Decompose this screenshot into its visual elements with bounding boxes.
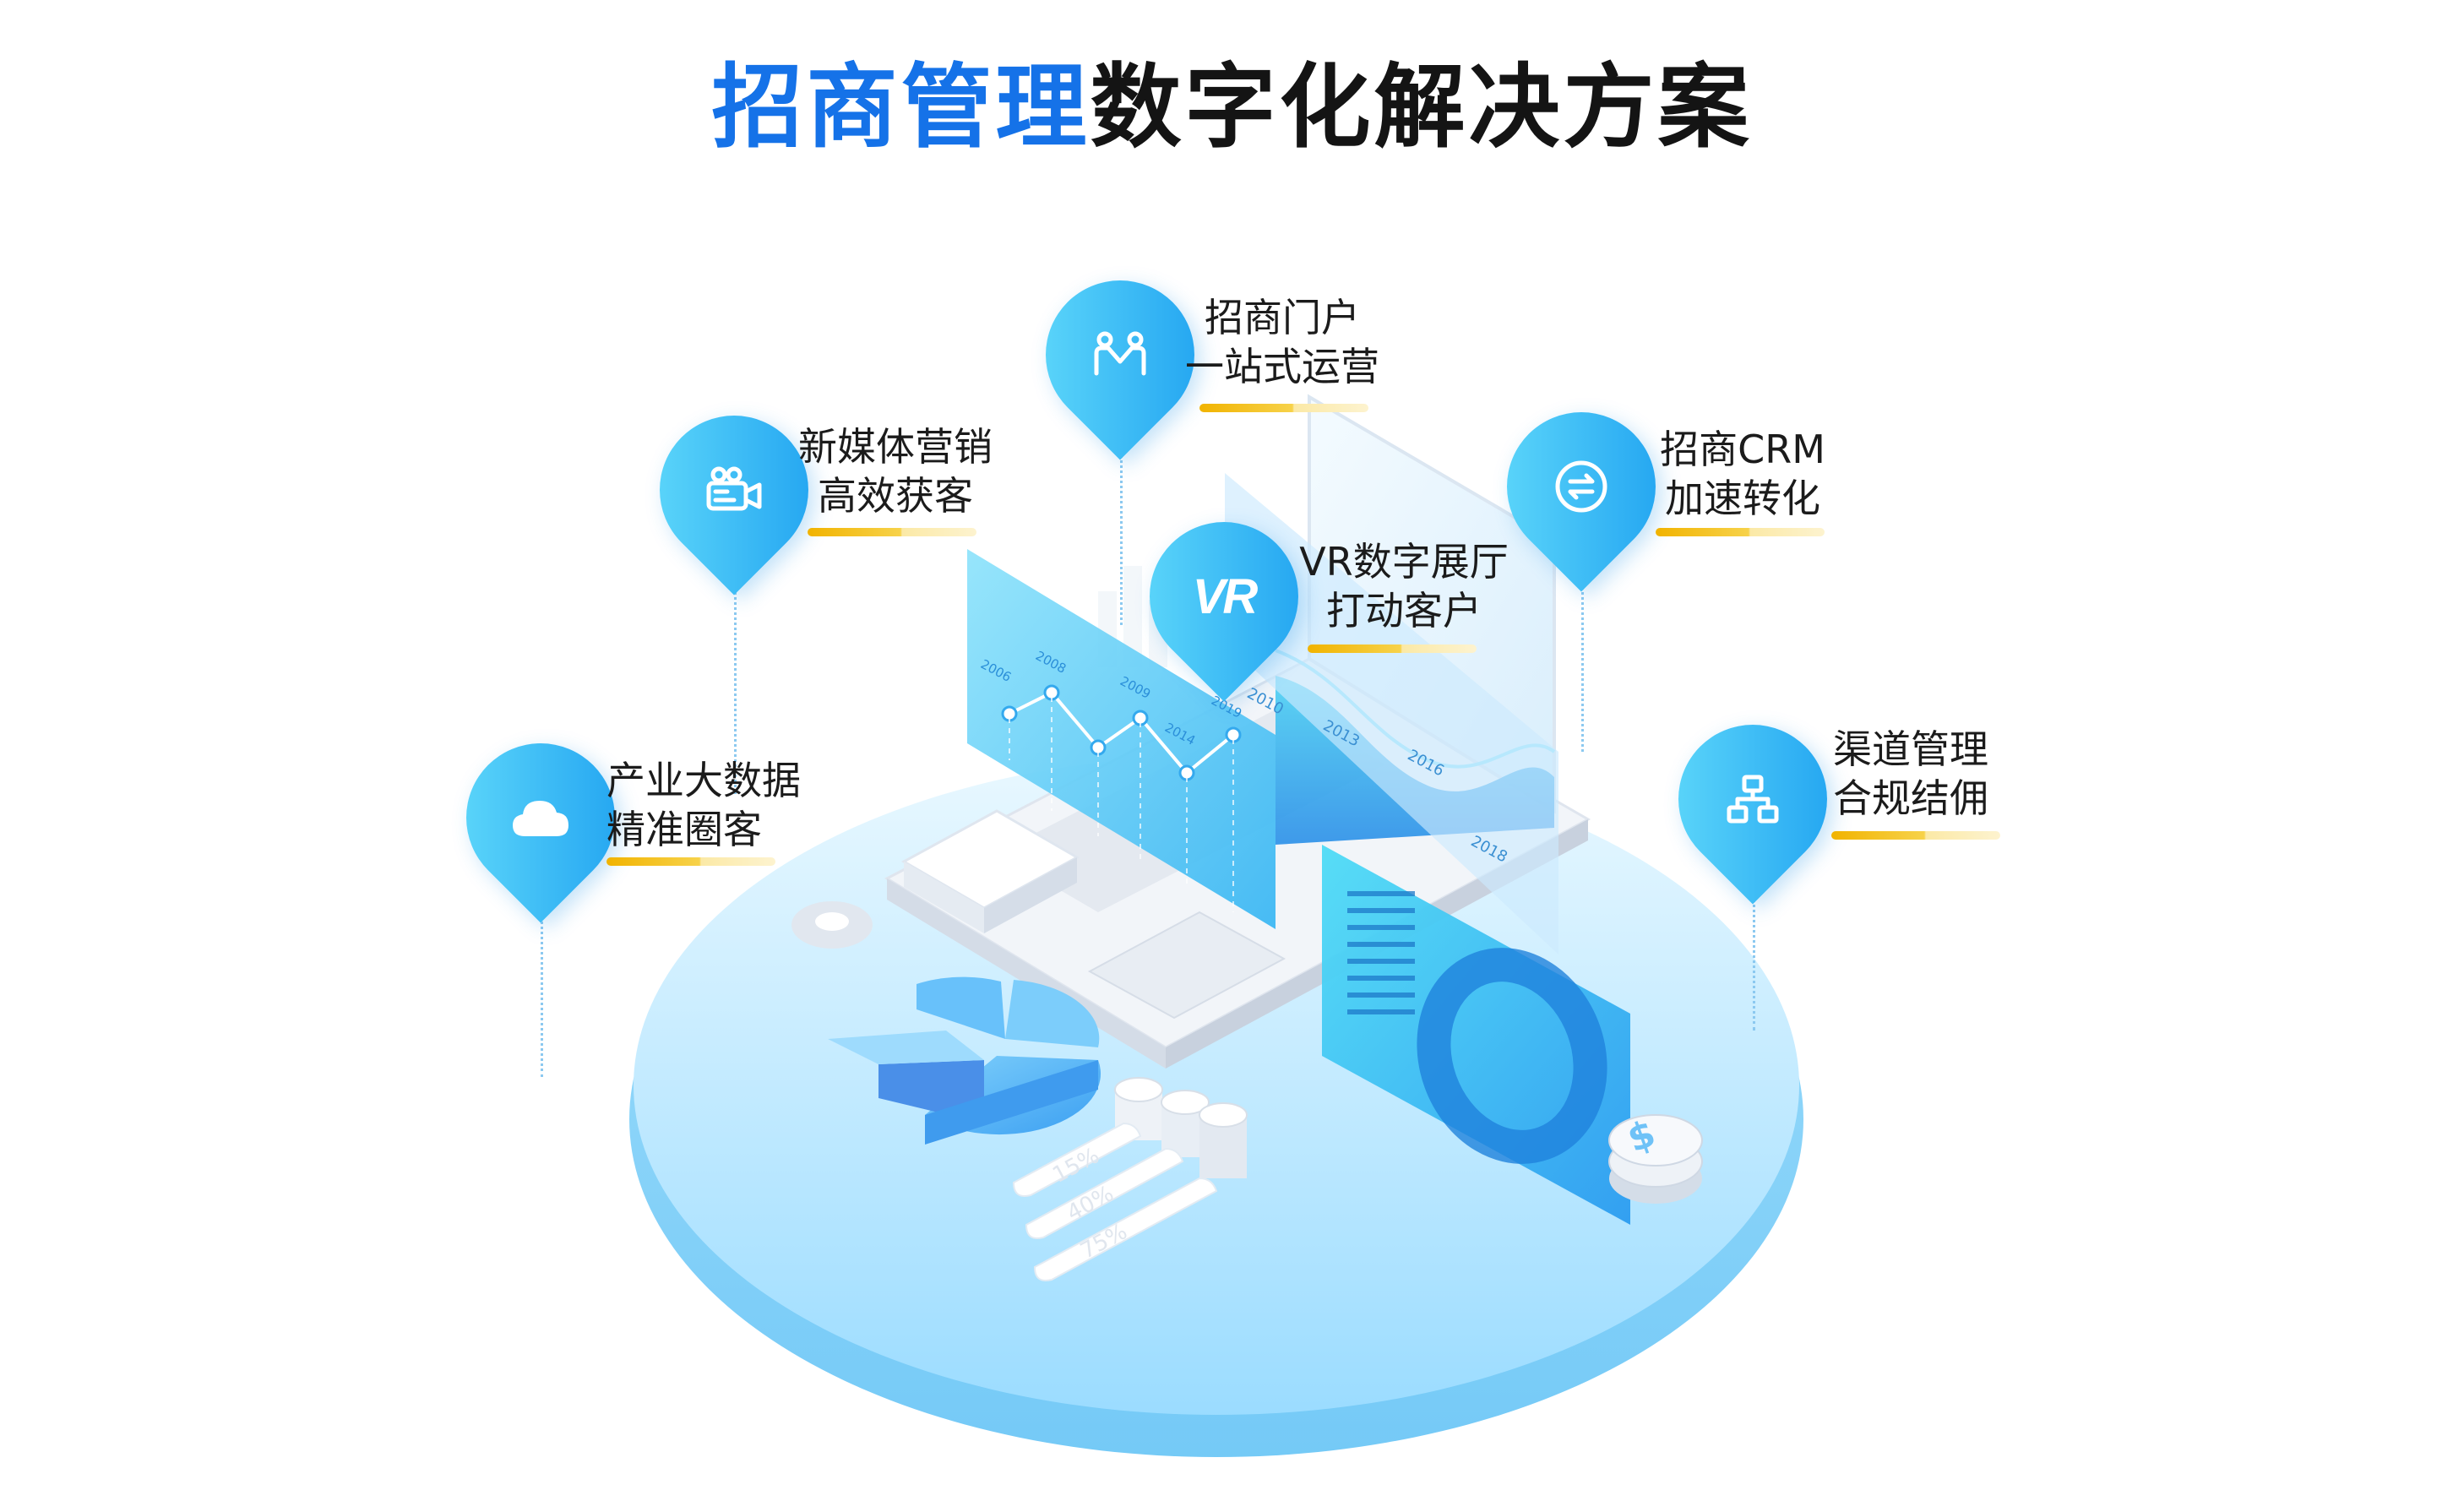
title-rest: 数字化解决方案 bbox=[1090, 55, 1753, 160]
accent-bar bbox=[1831, 831, 2000, 840]
feature-title: 产业大数据 bbox=[606, 758, 801, 803]
accent-bar bbox=[1199, 404, 1368, 412]
feature-title: 渠道管理 bbox=[1833, 726, 1988, 772]
pin-connector bbox=[1120, 405, 1123, 625]
accent-bar bbox=[606, 857, 775, 866]
feature-title: 招商门户 bbox=[1205, 295, 1360, 340]
feature-label: 渠道管理 合规结佣 bbox=[1833, 725, 2036, 823]
feature-subtitle: 加速转化 bbox=[1665, 476, 1820, 521]
exchange-icon bbox=[1507, 412, 1656, 561]
video-camera-icon bbox=[660, 416, 808, 564]
accent-bar bbox=[1656, 528, 1825, 536]
feature-label: 新媒体营销 高效获客 bbox=[790, 422, 1001, 520]
feature-subtitle: 精准圈客 bbox=[606, 807, 762, 852]
pin-connector bbox=[734, 541, 737, 794]
feature-subtitle: 一站式运营 bbox=[1185, 344, 1379, 389]
feature-subtitle: 打动客户 bbox=[1326, 588, 1482, 634]
feature-label: VR数字展厅 打动客户 bbox=[1294, 537, 1514, 635]
feature-label: 产业大数据 精准圈客 bbox=[606, 756, 835, 854]
feature-title: 新媒体营销 bbox=[798, 424, 993, 470]
feature-subtitle: 合规结佣 bbox=[1833, 775, 1988, 821]
accent-bar bbox=[1308, 644, 1477, 653]
pin-connector bbox=[541, 870, 543, 1077]
page-title: 招商管理数字化解决方案 bbox=[0, 49, 2464, 167]
feature-title: VR数字展厅 bbox=[1299, 539, 1509, 585]
vr-badge-text: VR bbox=[1192, 568, 1259, 624]
feature-title: 招商CRM bbox=[1660, 427, 1825, 472]
vr-icon: VR bbox=[1150, 522, 1298, 671]
pin-connector bbox=[1581, 541, 1584, 752]
handshake-icon bbox=[1046, 280, 1194, 429]
feature-label: 招商门户 一站式运营 bbox=[1181, 293, 1384, 391]
org-chart-icon bbox=[1678, 725, 1827, 873]
pin-connector bbox=[1753, 853, 1755, 1031]
feature-subtitle: 高效获客 bbox=[818, 473, 973, 519]
title-highlight: 招商管理 bbox=[711, 55, 1091, 160]
accent-bar bbox=[808, 528, 976, 536]
cloud-icon bbox=[466, 743, 615, 892]
feature-label: 招商CRM 加速转化 bbox=[1654, 425, 1831, 523]
